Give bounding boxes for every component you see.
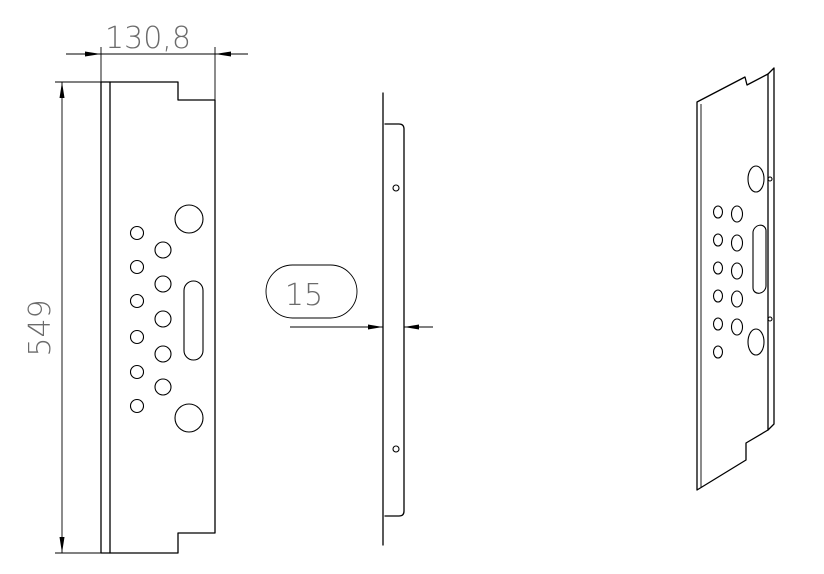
iso-small-hole xyxy=(712,345,724,359)
thickness-dimension: 15 xyxy=(265,264,433,330)
small-hole xyxy=(154,241,172,259)
thickness-label-bubble xyxy=(265,264,358,319)
side-view-profile xyxy=(384,123,405,517)
iso-small-hole xyxy=(730,262,744,280)
iso-small-hole xyxy=(730,234,744,252)
height-dimension: 549 xyxy=(23,81,101,554)
small-hole xyxy=(154,310,172,328)
small-hole xyxy=(154,378,172,396)
large-hole-bottom xyxy=(174,403,204,433)
iso-small-hole xyxy=(730,318,744,336)
small-hole xyxy=(129,225,145,241)
front-panel-outline xyxy=(100,81,216,554)
iso-small-hole xyxy=(730,290,744,308)
isometric-view xyxy=(696,67,775,491)
iso-small-hole xyxy=(712,261,724,275)
iso-flange-hole xyxy=(767,316,773,322)
height-dimension-label: 549 xyxy=(23,299,58,356)
iso-large-hole-top xyxy=(747,165,765,193)
iso-fold-flange xyxy=(767,67,775,431)
small-hole xyxy=(129,364,145,380)
small-hole xyxy=(154,345,172,363)
iso-slot-opening xyxy=(752,224,767,294)
side-view: 15 xyxy=(265,92,433,546)
iso-flange-hole xyxy=(767,176,773,182)
iso-large-hole-bottom xyxy=(747,328,765,356)
iso-small-hole xyxy=(712,317,724,331)
small-hole xyxy=(154,275,172,293)
small-hole xyxy=(129,293,145,309)
thickness-dimension-label: 15 xyxy=(285,278,323,313)
iso-small-hole xyxy=(712,289,724,303)
small-hole xyxy=(129,259,145,275)
iso-small-hole xyxy=(712,205,724,219)
large-hole-top xyxy=(174,204,204,234)
iso-small-hole xyxy=(730,205,744,223)
front-view: 130,8 549 xyxy=(23,21,248,554)
side-view-hole-bottom xyxy=(392,445,400,453)
width-dimension-label: 130,8 xyxy=(105,21,191,56)
iso-small-hole xyxy=(712,233,724,247)
slot-opening xyxy=(183,280,204,361)
small-hole xyxy=(129,329,145,345)
side-view-hole-top xyxy=(392,184,400,192)
iso-panel-outline xyxy=(696,73,769,491)
small-hole xyxy=(129,398,145,414)
width-dimension: 130,8 xyxy=(66,21,248,100)
